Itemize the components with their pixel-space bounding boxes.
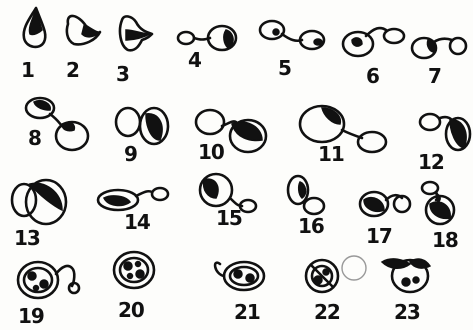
figure-7-drawing: [412, 38, 466, 58]
figure-17-drawing: [360, 192, 410, 216]
figure-14-drawing: [98, 188, 168, 210]
figure-20-drawing: [114, 252, 154, 288]
figure-label-5: 5: [278, 58, 291, 78]
figure-16-drawing: [288, 176, 324, 214]
figure-label-8: 8: [28, 128, 41, 148]
figure-label-3: 3: [116, 64, 129, 84]
figure-label-20: 20: [118, 300, 144, 320]
figure-21-drawing: [215, 262, 264, 290]
figure-label-15: 15: [216, 208, 242, 228]
figure-label-13: 13: [14, 228, 40, 248]
figure-6-drawing: [343, 28, 404, 56]
figure-3-drawing: [120, 16, 152, 50]
figure-label-18: 18: [432, 230, 458, 250]
figure-label-22: 22: [314, 302, 340, 322]
figure-label-14: 14: [124, 212, 150, 232]
figure-label-7: 7: [428, 66, 441, 86]
figure-label-1: 1: [21, 60, 34, 80]
figure-label-19: 19: [18, 306, 44, 326]
figure-label-2: 2: [66, 60, 79, 80]
figure-23-drawing: [382, 259, 430, 292]
figure-label-12: 12: [418, 152, 444, 172]
figure-9-drawing: [116, 108, 168, 144]
figure-1-drawing: [24, 8, 46, 47]
figure-18-drawing: [422, 182, 454, 224]
figure-13-drawing: [12, 180, 66, 224]
figure-label-4: 4: [188, 50, 201, 70]
figure-label-6: 6: [366, 66, 379, 86]
figure-label-10: 10: [198, 142, 224, 162]
figure-4-drawing: [178, 26, 236, 50]
figure-22-drawing: [306, 256, 366, 292]
figure-19-drawing: [18, 262, 79, 298]
figure-label-9: 9: [124, 144, 137, 164]
figure-label-23: 23: [394, 302, 420, 322]
figure-2-drawing: [67, 16, 100, 44]
figure-5-drawing: [260, 21, 324, 49]
figure-label-21: 21: [234, 302, 260, 322]
figure-label-11: 11: [318, 144, 344, 164]
figure-label-16: 16: [298, 216, 324, 236]
figure-label-17: 17: [366, 226, 392, 246]
figure-12-drawing: [420, 114, 470, 150]
